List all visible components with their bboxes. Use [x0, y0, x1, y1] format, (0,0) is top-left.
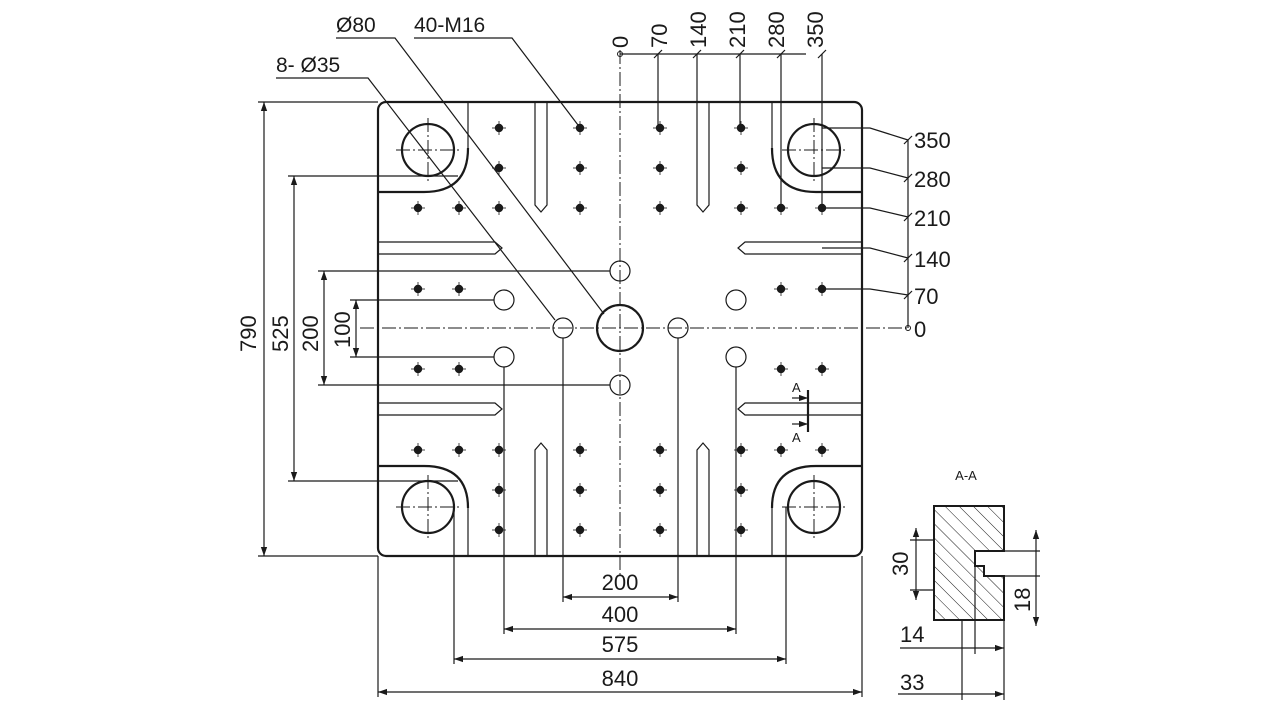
tapped-holes — [411, 121, 829, 537]
tapped-hole — [411, 362, 425, 376]
tapped-hole — [492, 121, 506, 135]
tapped-hole — [734, 121, 748, 135]
section-marker-bottom: A — [792, 430, 801, 445]
section-marker-top: A — [792, 380, 801, 395]
dim-525: 525 — [268, 315, 293, 352]
center-lines — [360, 50, 910, 575]
right-coord-70: 70 — [914, 284, 938, 309]
tapped-hole — [653, 443, 667, 457]
top-coordinate-ruler: 0 70 140 210 280 350 — [608, 11, 828, 208]
tapped-hole — [653, 201, 667, 215]
tapped-hole — [734, 523, 748, 537]
tapped-hole — [774, 362, 788, 376]
right-coord-280: 280 — [914, 167, 951, 192]
tapped-hole — [815, 443, 829, 457]
dim-400: 400 — [602, 602, 639, 627]
tapped-hole — [774, 282, 788, 296]
tapped-hole — [734, 201, 748, 215]
tapped-hole — [452, 201, 466, 215]
tapped-hole — [492, 161, 506, 175]
center-bore — [595, 303, 645, 353]
right-coord-140: 140 — [914, 247, 951, 272]
tapped-hole — [573, 523, 587, 537]
dim-200-bottom: 200 — [602, 570, 639, 595]
top-coord-280: 280 — [764, 11, 789, 48]
tapped-hole — [411, 282, 425, 296]
tapped-hole — [492, 443, 506, 457]
callout-large-hole: Ø80 — [336, 14, 376, 37]
top-coord-210: 210 — [725, 11, 750, 48]
top-coord-350: 350 — [803, 11, 828, 48]
dim-840: 840 — [602, 666, 639, 691]
tapped-hole — [573, 443, 587, 457]
tapped-hole — [734, 161, 748, 175]
tapped-hole — [734, 443, 748, 457]
tapped-hole — [815, 362, 829, 376]
tapped-hole — [653, 121, 667, 135]
section-view: A-A 30 18 14 33 — [888, 468, 1040, 700]
tapped-hole — [452, 362, 466, 376]
top-coord-0: 0 — [608, 36, 633, 48]
tapped-hole — [573, 483, 587, 497]
tapped-hole — [573, 121, 587, 135]
section-dim-18: 18 — [1010, 588, 1035, 612]
t-slots — [378, 102, 862, 556]
top-coord-140: 140 — [686, 11, 711, 48]
tapped-hole — [411, 201, 425, 215]
tapped-hole — [653, 523, 667, 537]
right-coord-210: 210 — [914, 206, 951, 231]
callout-tapped-holes: 40-M16 — [414, 14, 485, 37]
callout-tie-bar-holes: 8- Ø35 — [276, 54, 340, 77]
tapped-hole — [573, 201, 587, 215]
left-dimensions: 790 525 200 100 — [236, 101, 610, 557]
callouts: Ø80 40-M16 8- Ø35 — [276, 14, 605, 321]
tapped-hole — [653, 483, 667, 497]
tapped-hole — [452, 282, 466, 296]
tapped-hole — [653, 161, 667, 175]
dim-790: 790 — [236, 315, 261, 352]
section-marker: A A — [792, 380, 810, 445]
bottom-dimensions: 200 400 575 840 — [377, 338, 863, 697]
tapped-hole — [492, 483, 506, 497]
section-dim-30: 30 — [888, 552, 913, 576]
dim-100: 100 — [330, 311, 355, 348]
top-coord-70: 70 — [647, 24, 672, 48]
right-coord-0: 0 — [914, 317, 926, 342]
right-coordinate-ruler: 350 280 210 140 70 0 — [822, 127, 951, 342]
section-dim-14: 14 — [900, 622, 924, 647]
tapped-hole — [573, 161, 587, 175]
tapped-hole — [411, 443, 425, 457]
tapped-hole — [774, 443, 788, 457]
tapped-hole — [452, 443, 466, 457]
section-title: A-A — [955, 468, 977, 483]
right-coord-350: 350 — [914, 128, 951, 153]
dim-575: 575 — [602, 632, 639, 657]
section-dim-33: 33 — [900, 670, 924, 695]
tapped-hole — [492, 201, 506, 215]
dim-200: 200 — [298, 315, 323, 352]
